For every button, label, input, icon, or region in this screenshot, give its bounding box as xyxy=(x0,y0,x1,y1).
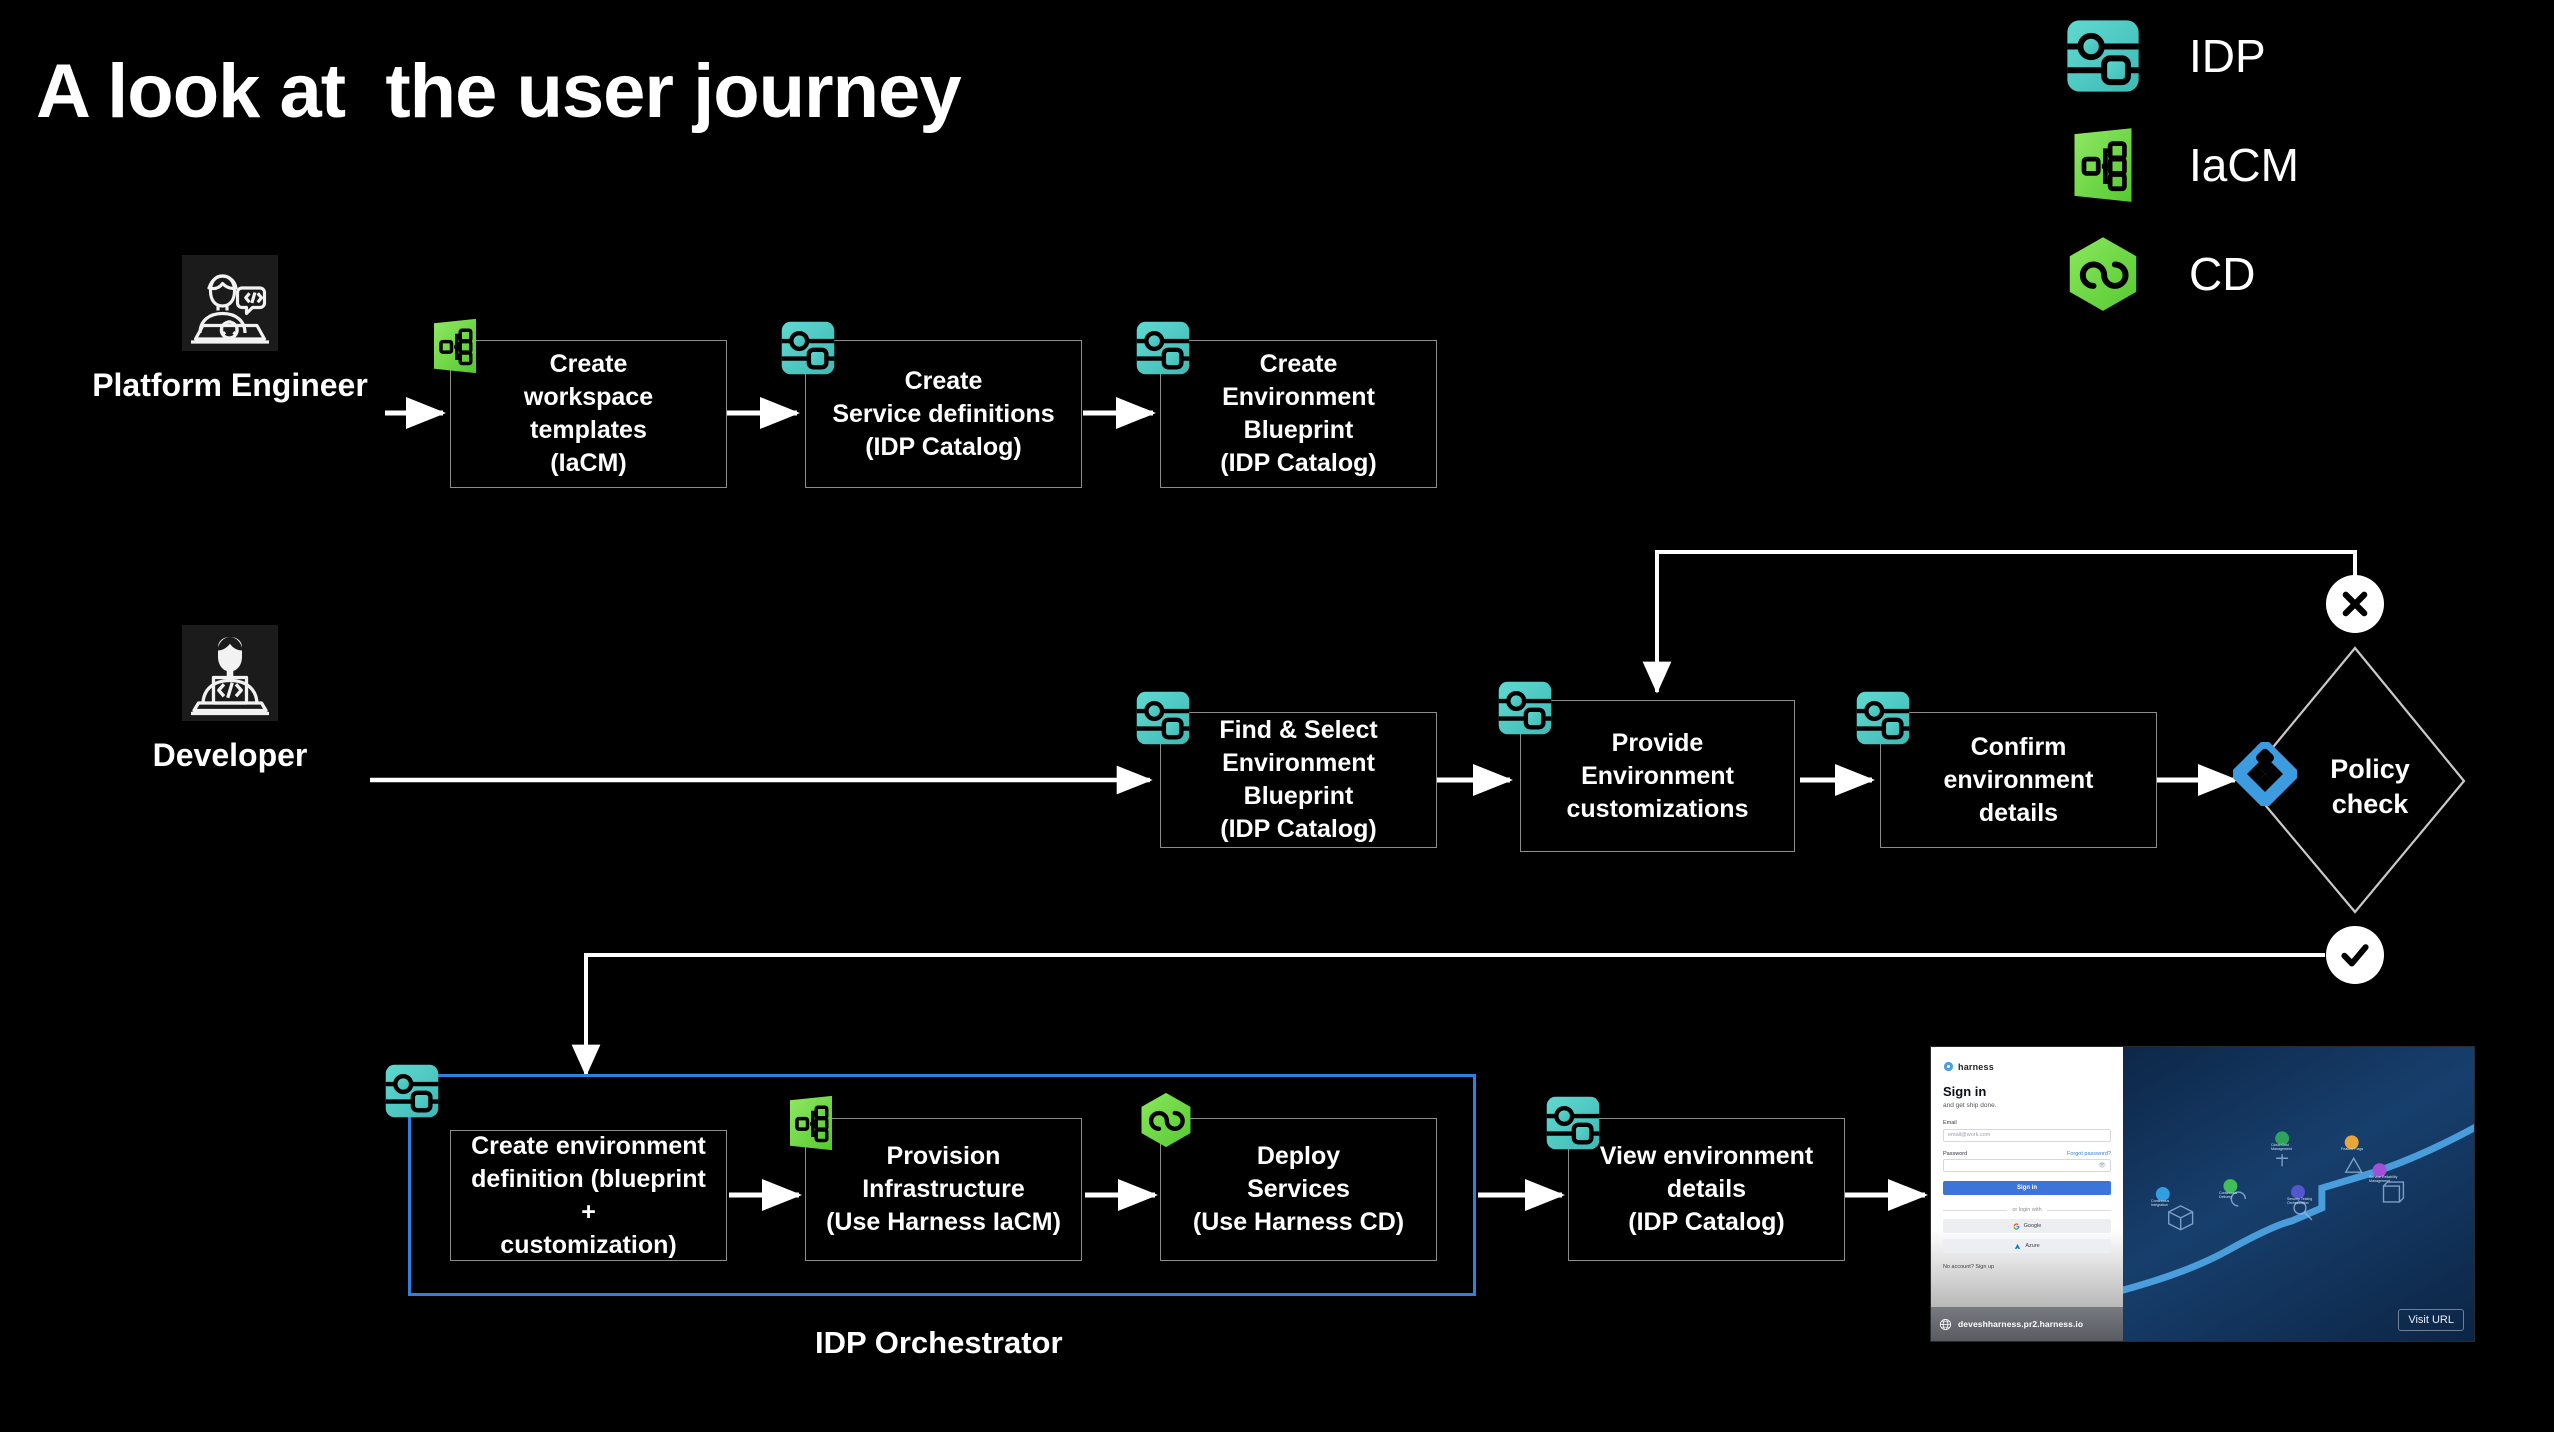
email-label: Email xyxy=(1943,1120,1957,1126)
idp-orchestrator-label: IDP Orchestrator xyxy=(815,1325,1063,1360)
platform-engineer-avatar xyxy=(182,255,278,351)
actor-label-developer: Developer xyxy=(152,737,308,773)
preview-illustration-panel: Continuous Integration Continuous Delive… xyxy=(2123,1047,2474,1341)
idp-module-icon xyxy=(2067,20,2139,92)
x-circle-icon xyxy=(2326,575,2384,633)
email-field[interactable]: email@work.com xyxy=(1943,1128,2111,1142)
iacm-module-icon xyxy=(2074,128,2132,202)
step-box-confirm-environment-details[interactable]: Confirm environment details xyxy=(1880,712,2157,848)
password-field[interactable]: 👁 xyxy=(1943,1159,2111,1172)
step-box-provide-environment-customizations[interactable]: Provide Environment customizations xyxy=(1520,700,1795,852)
harness-mark-icon xyxy=(1943,1061,1954,1072)
step-box-provision-infrastructure[interactable]: Provision Infrastructure (Use Harness Ia… xyxy=(805,1118,1082,1261)
step-box-deploy-services[interactable]: Deploy Services (Use Harness CD) xyxy=(1160,1118,1437,1261)
step-box-create-workspace-templates[interactable]: Create workspace templates (IaCM) xyxy=(450,340,727,488)
step-box-create-environment-definition[interactable]: Create environment definition (blueprint… xyxy=(450,1130,727,1261)
step-box-find-select-environment-blueprint[interactable]: Find & Select Environment Blueprint (IDP… xyxy=(1160,712,1437,848)
illustration-label-ff: Feature Flags xyxy=(2341,1147,2364,1151)
legend-item-cd: CD xyxy=(2065,226,2299,322)
preview-heading: Sign in xyxy=(1943,1084,1987,1099)
email-placeholder: email@work.com xyxy=(1948,1132,1991,1138)
policy-check-icon xyxy=(2233,742,2297,806)
illustration-label-sto: Security Testing Orchestration xyxy=(2287,1197,2313,1206)
preview-subheading: and get ship done. xyxy=(1943,1102,1997,1109)
step-box-view-environment-details[interactable]: View environment details (IDP Catalog) xyxy=(1568,1118,1845,1261)
step-box-create-service-definitions[interactable]: Create Service definitions (IDP Catalog) xyxy=(805,340,1082,488)
preview-url-text: deveshharness.pr2.harness.io xyxy=(1958,1319,2084,1329)
illustration-label-ccm: Cloud Cost Management xyxy=(2271,1143,2292,1152)
azure-login-label: Azure xyxy=(2025,1243,2040,1249)
actor-label-platform-engineer: Platform Engineer xyxy=(92,367,368,403)
step-box-create-environment-blueprint[interactable]: Create Environment Blueprint (IDP Catalo… xyxy=(1160,340,1437,488)
preview-url-bar: deveshharness.pr2.harness.io xyxy=(1931,1307,2123,1341)
signup-footnote[interactable]: No account? Sign up xyxy=(1943,1264,1995,1270)
azure-login-button[interactable]: Azure xyxy=(1943,1239,2111,1253)
legend-label-idp: IDP xyxy=(2189,30,2266,82)
check-circle-icon xyxy=(2326,926,2384,984)
illustration-label-ci: Continuous Integration xyxy=(2151,1199,2170,1208)
idp-orchestrator-group xyxy=(408,1074,1476,1296)
developer-avatar xyxy=(182,625,278,721)
globe-icon xyxy=(1939,1318,1952,1330)
actor-developer: Developer xyxy=(85,625,375,774)
module-legend: IDP IaCM CD xyxy=(2065,8,2299,335)
check-icon xyxy=(2341,944,2369,967)
legend-label-iacm: IaCM xyxy=(2189,139,2299,191)
google-icon xyxy=(2013,1222,2020,1230)
forgot-password-link[interactable]: Forgot password? xyxy=(2066,1150,2111,1157)
legend-item-iacm: IaCM xyxy=(2065,117,2299,213)
illustration-label-srm: Service Reliability Management xyxy=(2369,1175,2398,1184)
actor-platform-engineer: Platform Engineer xyxy=(85,255,375,404)
eye-icon[interactable]: 👁 xyxy=(2098,1163,2106,1169)
signin-button[interactable]: Sign in xyxy=(1943,1181,2111,1195)
illustration-label-cd: Continuous Delivery xyxy=(2219,1191,2238,1200)
harness-logo: harness xyxy=(1943,1061,2111,1072)
cd-module-icon xyxy=(2069,237,2137,311)
google-login-button[interactable]: Google xyxy=(1943,1219,2111,1233)
preview-signin-panel: harness Sign in and get ship done. Email… xyxy=(1931,1047,2123,1341)
login-divider: or login with xyxy=(1943,1207,2111,1213)
login-divider-text: or login with xyxy=(2012,1207,2042,1213)
azure-icon xyxy=(2015,1243,2021,1249)
module-journey-illustration xyxy=(2123,1123,2474,1294)
harness-signin-preview-card[interactable]: harness Sign in and get ship done. Email… xyxy=(1930,1046,2475,1342)
policy-check-label: Policy check xyxy=(2330,754,2410,820)
close-icon xyxy=(2342,591,2368,617)
legend-label-cd: CD xyxy=(2189,248,2256,300)
legend-item-idp: IDP xyxy=(2065,8,2299,104)
harness-wordmark: harness xyxy=(1958,1061,1994,1072)
google-login-label: Google xyxy=(2023,1223,2042,1229)
page-title: A look at the user journey xyxy=(36,49,962,134)
password-label: Password xyxy=(1943,1150,1968,1157)
visit-url-button[interactable]: Visit URL xyxy=(2398,1309,2464,1331)
